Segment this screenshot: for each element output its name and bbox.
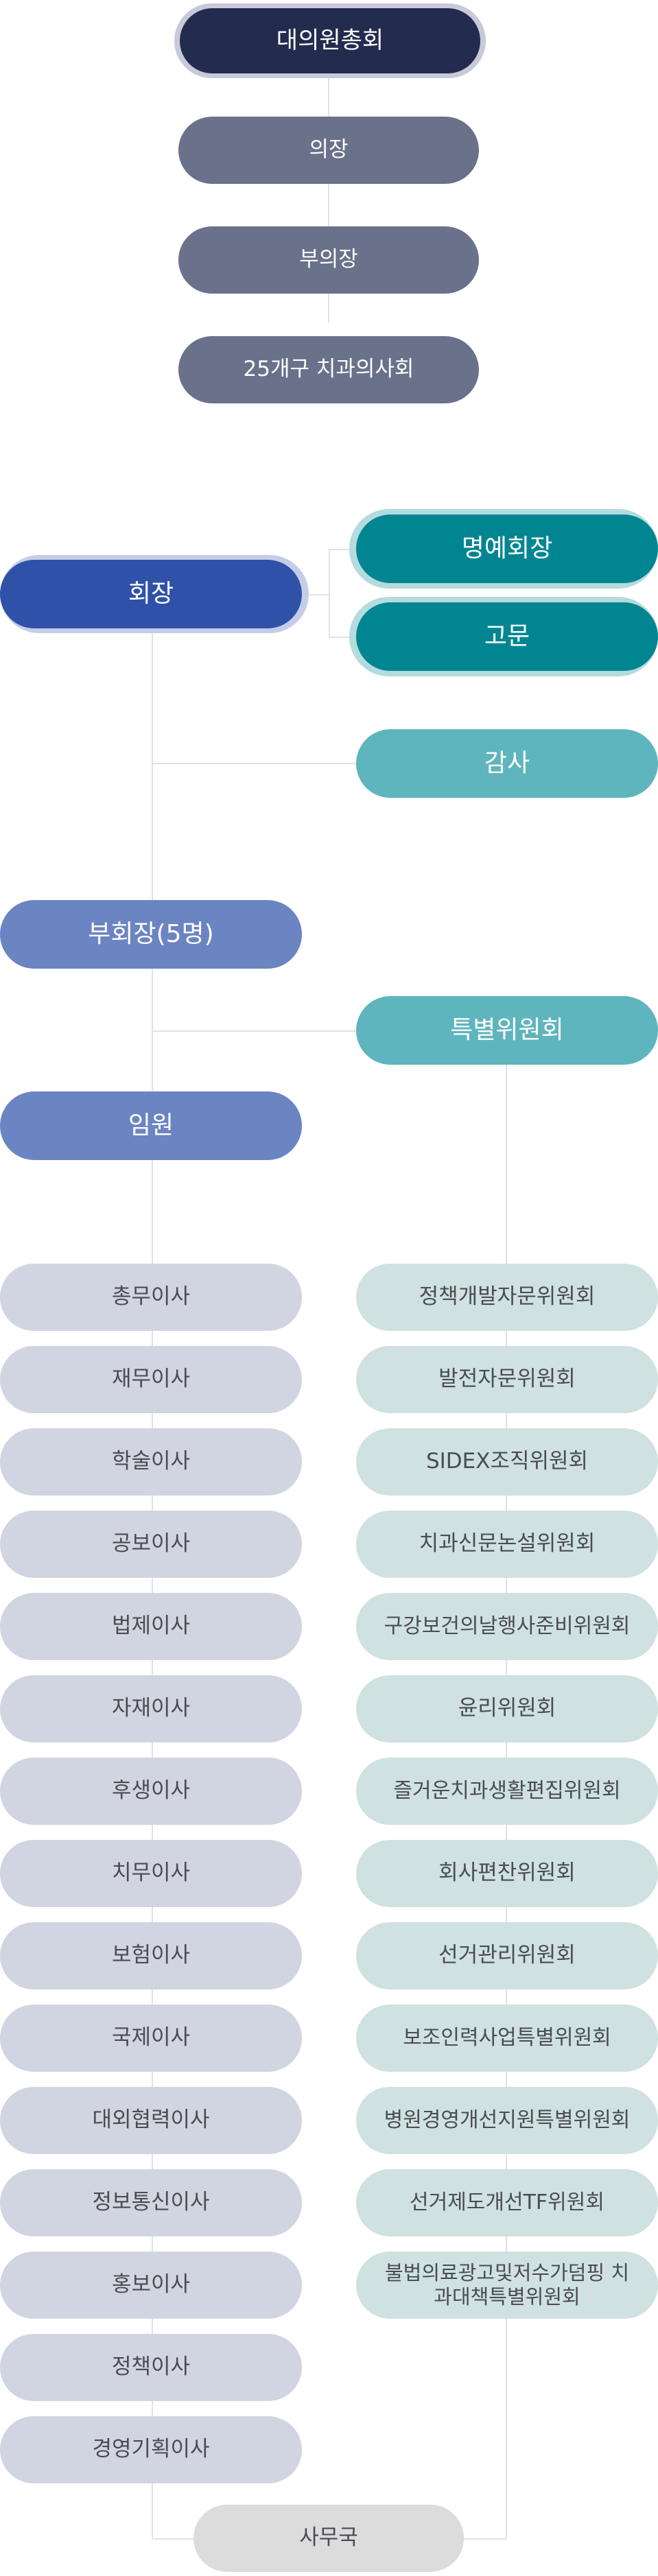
district-councils-node[interactable]: 25개구 치과의사회: [178, 336, 479, 403]
committee-node[interactable]: 회사편찬위원회: [356, 1840, 658, 1907]
auditor-label: 감사: [484, 749, 530, 778]
committee-node[interactable]: 선거관리위원회: [356, 1922, 658, 1989]
director-label: 정보통신이사: [92, 2190, 210, 2215]
committee-label: 즐거운치과생활편집위원회: [393, 1779, 621, 1803]
advisor-node[interactable]: 고문: [356, 602, 658, 671]
director-label: 공보이사: [111, 1531, 191, 1557]
chair-node[interactable]: 의장: [178, 117, 479, 184]
connector-auditor-branch: [152, 763, 356, 764]
vice-chair-label: 부의장: [299, 247, 358, 272]
director-label: 대외협력이사: [92, 2107, 210, 2133]
director-label: 치무이사: [111, 1860, 191, 1886]
connector-honorary-branch: [329, 549, 356, 550]
general-assembly-node[interactable]: 대의원총회: [180, 8, 480, 73]
vice-presidents-node[interactable]: 부회장(5명): [0, 900, 302, 969]
committee-node[interactable]: 보조인력사업특별위원회: [356, 2005, 658, 2072]
director-label: 학술이사: [111, 1449, 191, 1474]
director-label: 법제이사: [111, 1614, 191, 1639]
honorary-president-label: 명예회장: [461, 534, 553, 563]
director-node[interactable]: 공보이사: [0, 1511, 302, 1578]
director-node[interactable]: 총무이사: [0, 1264, 302, 1331]
director-label: 홍보이사: [111, 2272, 191, 2297]
advisor-label: 고문: [484, 622, 530, 651]
officers-label: 임원: [128, 1111, 174, 1140]
director-label: 자재이사: [111, 1696, 191, 1721]
committee-label: 윤리위원회: [458, 1696, 556, 1721]
special-committees-label: 특별위원회: [450, 1016, 564, 1045]
director-node[interactable]: 대외협력이사: [0, 2087, 302, 2154]
president-label: 회장: [128, 580, 174, 608]
connector-secretariat-right: [464, 2538, 506, 2540]
director-node[interactable]: 법제이사: [0, 1593, 302, 1660]
director-label: 경영기획이사: [92, 2437, 210, 2462]
committee-node[interactable]: 치과신문논설위원회: [356, 1511, 658, 1578]
committee-node[interactable]: 선거제도개선TF위원회: [356, 2169, 658, 2236]
director-label: 국제이사: [111, 2025, 191, 2051]
committee-label: 보조인력사업특별위원회: [403, 2026, 611, 2050]
special-committees-node[interactable]: 특별위원회: [356, 996, 658, 1065]
committee-label: 발전자문위원회: [438, 1367, 576, 1392]
vice-chair-node[interactable]: 부의장: [178, 226, 479, 294]
committee-label: 정책개발자문위원회: [419, 1284, 596, 1310]
connector-president-honorary: [304, 594, 330, 595]
committee-label: 구강보건의날행사준비위원회: [384, 1614, 631, 1638]
director-node[interactable]: 정보통신이사: [0, 2169, 302, 2236]
committee-label: 선거제도개선TF위원회: [410, 2190, 604, 2214]
committee-node[interactable]: 불법의료광고및저수가덤핑 치과대책특별위원회: [356, 2252, 658, 2319]
committee-node[interactable]: 구강보건의날행사준비위원회: [356, 1593, 658, 1660]
committee-label: SIDEX조직위원회: [425, 1449, 589, 1474]
secretariat-label: 사무국: [299, 2525, 358, 2551]
connector-advisor-branch: [329, 637, 356, 638]
director-label: 총무이사: [111, 1284, 191, 1310]
director-node[interactable]: 보험이사: [0, 1922, 302, 1989]
chair-label: 의장: [309, 137, 349, 163]
director-node[interactable]: 국제이사: [0, 2005, 302, 2072]
director-node[interactable]: 자재이사: [0, 1675, 302, 1742]
committee-label: 불법의료광고및저수가덤핑 치과대책특별위원회: [384, 2261, 630, 2308]
committee-node[interactable]: 발전자문위원회: [356, 1346, 658, 1413]
president-node[interactable]: 회장: [0, 560, 302, 628]
director-node[interactable]: 치무이사: [0, 1840, 302, 1907]
committee-node[interactable]: SIDEX조직위원회: [356, 1428, 658, 1496]
committee-label: 선거관리위원회: [438, 1943, 576, 1968]
officers-node[interactable]: 임원: [0, 1091, 302, 1160]
district-councils-label: 25개구 치과의사회: [243, 357, 414, 382]
director-node[interactable]: 학술이사: [0, 1428, 302, 1496]
director-label: 정책이사: [111, 2354, 191, 2380]
secretariat-node[interactable]: 사무국: [193, 2505, 464, 2572]
committee-node[interactable]: 정책개발자문위원회: [356, 1264, 658, 1331]
director-node[interactable]: 후생이사: [0, 1758, 302, 1825]
director-label: 재무이사: [111, 1367, 191, 1392]
director-node[interactable]: 정책이사: [0, 2334, 302, 2401]
connector-special-committee-branch: [152, 1030, 356, 1032]
connector-president-spine: [152, 624, 153, 2538]
connector-honorary-advisor-vertical: [329, 549, 330, 638]
connector-top-spine: [328, 75, 329, 322]
director-node[interactable]: 홍보이사: [0, 2252, 302, 2319]
vice-presidents-label: 부회장(5명): [88, 920, 214, 949]
general-assembly-label: 대의원총회: [276, 27, 384, 55]
committee-label: 치과신문논설위원회: [419, 1531, 596, 1557]
connector-secretariat-left: [152, 2538, 193, 2540]
committee-label: 병원경영개선지원특별위원회: [384, 2108, 631, 2132]
director-node[interactable]: 재무이사: [0, 1346, 302, 1413]
committee-node[interactable]: 즐거운치과생활편집위원회: [356, 1758, 658, 1825]
committee-node[interactable]: 윤리위원회: [356, 1675, 658, 1742]
director-label: 보험이사: [111, 1943, 191, 1968]
director-node[interactable]: 경영기획이사: [0, 2416, 302, 2483]
auditor-node[interactable]: 감사: [356, 729, 658, 798]
honorary-president-node[interactable]: 명예회장: [356, 515, 658, 583]
committee-node[interactable]: 병원경영개선지원특별위원회: [356, 2087, 658, 2154]
director-label: 후생이사: [111, 1778, 191, 1804]
committee-label: 회사편찬위원회: [438, 1860, 576, 1886]
